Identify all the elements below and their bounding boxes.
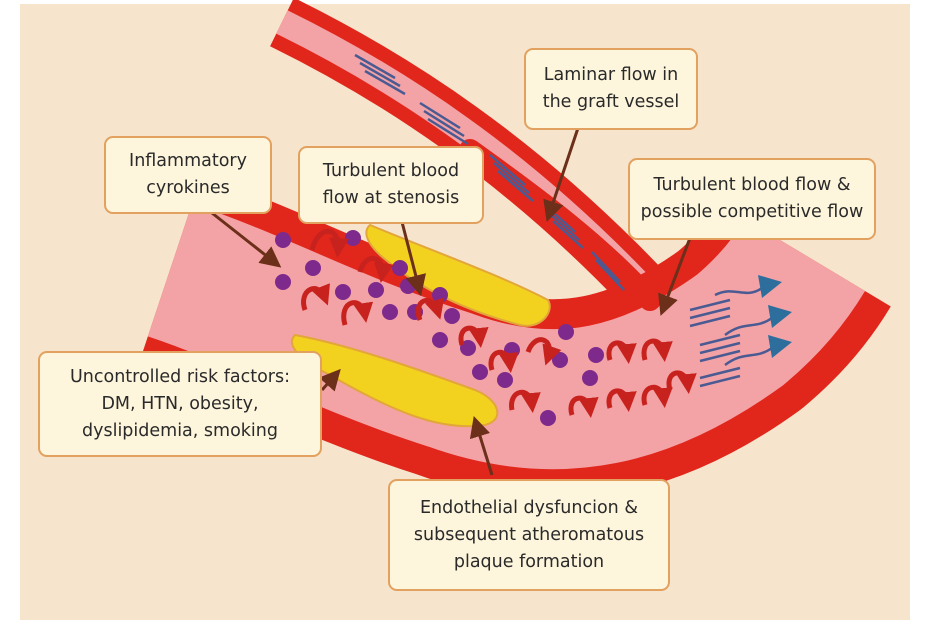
cytokine-dot: [275, 274, 291, 290]
cytokine-dot: [497, 372, 513, 388]
cytokine-dot: [588, 347, 604, 363]
cytokine-dot: [558, 324, 574, 340]
label-inflammatory-cytokines-text: Inflammatory cyrokines: [129, 148, 247, 202]
cytokine-dot: [368, 282, 384, 298]
cytokine-dot: [345, 230, 361, 246]
cytokine-dot: [540, 410, 556, 426]
label-turbulent-stenosis: Turbulent blood flow at stenosis: [298, 146, 484, 224]
cytokine-dot: [432, 332, 448, 348]
cytokine-dot: [472, 364, 488, 380]
label-endothelial-dysfunction-text: Endothelial dysfuncion & subsequent athe…: [414, 495, 644, 576]
label-turbulent-competitive-text: Turbulent blood flow & possible competit…: [641, 172, 864, 226]
cytokine-dot: [305, 260, 321, 276]
label-risk-factors: Uncontrolled risk factors: DM, HTN, obes…: [38, 351, 322, 457]
label-laminar-flow-text: Laminar flow in the graft vessel: [543, 62, 680, 116]
label-turbulent-competitive: Turbulent blood flow & possible competit…: [628, 158, 876, 240]
label-turbulent-stenosis-text: Turbulent blood flow at stenosis: [323, 158, 459, 212]
cytokine-dot: [392, 260, 408, 276]
label-laminar-flow: Laminar flow in the graft vessel: [524, 48, 698, 130]
label-inflammatory-cytokines: Inflammatory cyrokines: [104, 136, 272, 214]
label-risk-factors-text: Uncontrolled risk factors: DM, HTN, obes…: [70, 364, 290, 445]
cytokine-dot: [382, 304, 398, 320]
cytokine-dot: [552, 352, 568, 368]
cytokine-dot: [335, 284, 351, 300]
cytokine-dot: [432, 287, 448, 303]
cytokine-dot: [444, 308, 460, 324]
cytokine-dot: [400, 278, 416, 294]
label-endothelial-dysfunction: Endothelial dysfuncion & subsequent athe…: [388, 479, 670, 591]
cytokine-dot: [275, 232, 291, 248]
cytokine-dot: [582, 370, 598, 386]
